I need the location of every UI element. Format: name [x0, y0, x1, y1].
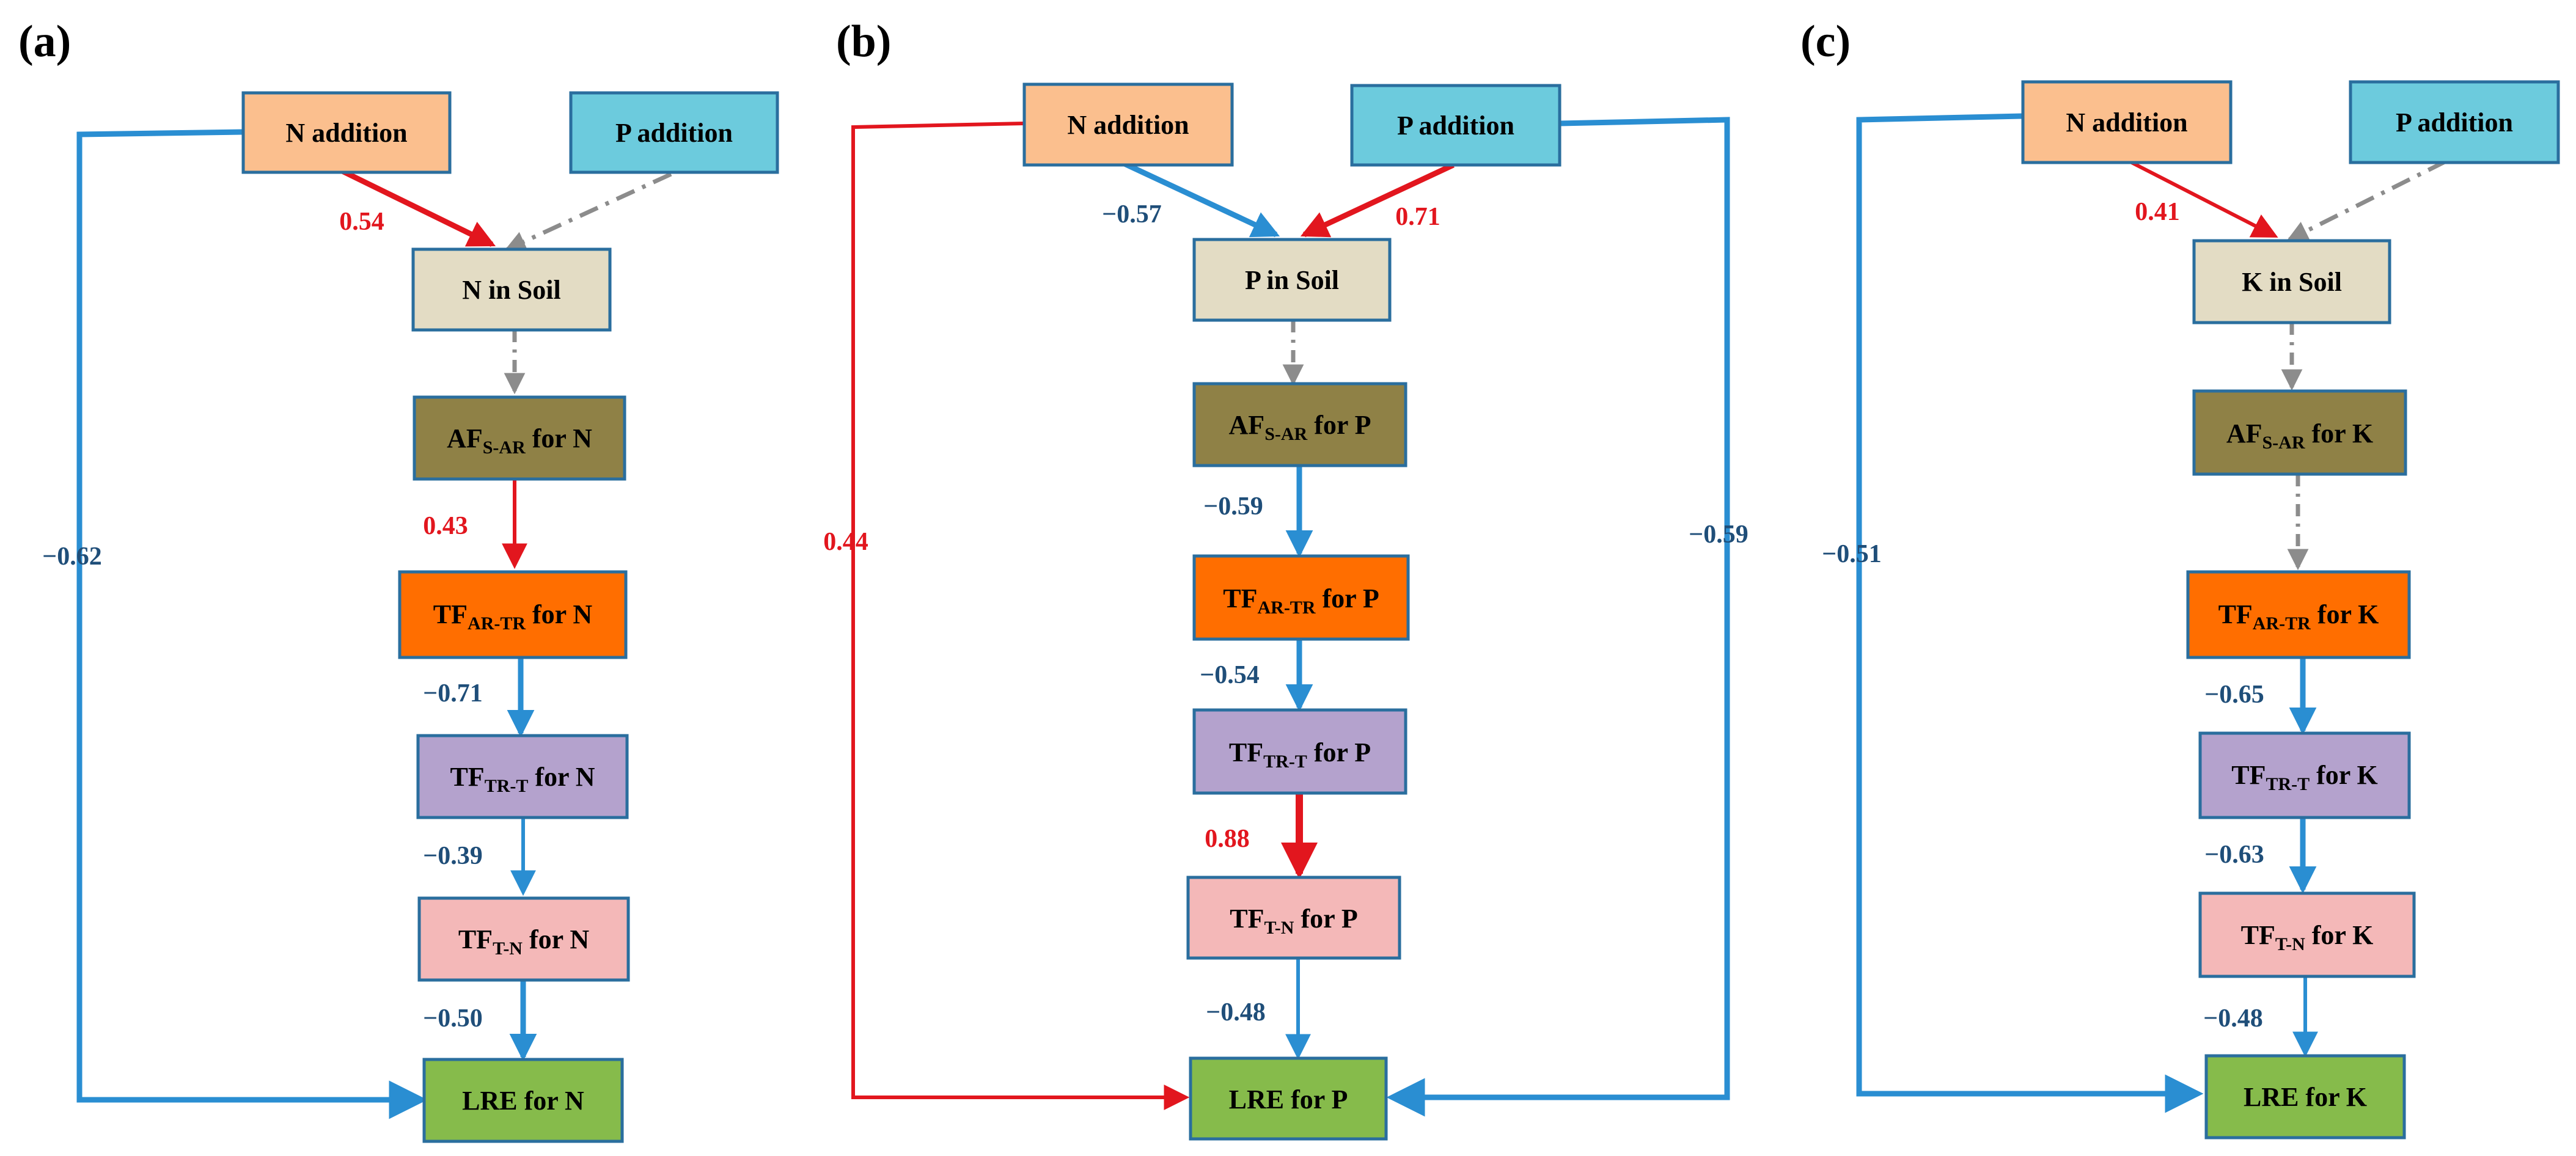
p-addition-box — [569, 91, 779, 174]
coef-tf3-to-lre: −0.48 — [2203, 1004, 2262, 1033]
tf-tr-t-box — [1192, 708, 1407, 795]
path-p-to-soil — [504, 172, 672, 252]
coef-n-to-soil: −0.57 — [1102, 200, 1161, 229]
p-addition-box — [2349, 80, 2560, 164]
panel-label: (a) — [18, 16, 71, 67]
coef-tf2-to-tf3: −0.39 — [423, 842, 482, 870]
coef-tf2-to-tf3: −0.63 — [2204, 841, 2264, 869]
coef-right-bypass: −0.59 — [1689, 521, 1748, 549]
tf-ar-tr-label: TFAR-TR for N — [433, 599, 593, 634]
path-left-bypass — [851, 122, 1190, 1110]
path-right-bypass — [1386, 117, 1730, 1117]
coef-left-bypass: −0.62 — [42, 543, 101, 571]
panel-label: (c) — [1800, 16, 1851, 67]
tf-ar-tr-box — [1192, 554, 1410, 641]
tf-tr-t-box — [2198, 731, 2411, 819]
coef-tf1-to-tf2: −0.54 — [1200, 661, 1259, 689]
panel-c: (c) N addition P addition K in Soil AFS-… — [1800, 16, 2560, 1140]
soil-label: K in Soil — [2242, 267, 2342, 297]
lre-label: LRE for K — [2244, 1082, 2367, 1112]
path-left-bypass — [76, 129, 428, 1119]
coef-tf3-to-lre: −0.50 — [423, 1004, 482, 1033]
p-addition-label: P addition — [2396, 108, 2513, 137]
connectors — [76, 129, 672, 1119]
p-addition-label: P addition — [1397, 111, 1514, 141]
n-addition-box — [2021, 80, 2233, 164]
tf-t-n-label: TFT-N for K — [2241, 920, 2374, 954]
af-box — [1192, 382, 1407, 467]
tf-ar-tr-box — [398, 570, 628, 659]
tf-t-n-box — [417, 896, 630, 982]
tf-tr-t-label: TFTR-T for N — [450, 762, 595, 796]
coef-tf1-to-tf2: −0.65 — [2204, 681, 2264, 709]
lre-box — [2204, 1054, 2406, 1140]
p-addition-label: P addition — [615, 118, 733, 148]
soil-box — [411, 247, 612, 332]
panel-a: (a) N addition P addition N in Soil AFS-… — [18, 16, 779, 1143]
coef-tf1-to-tf2: −0.71 — [423, 679, 482, 708]
soil-box — [1192, 238, 1392, 322]
tf-ar-tr-label: TFAR-TR for P — [1223, 583, 1379, 618]
soil-label: P in Soil — [1245, 265, 1339, 295]
lre-box — [1189, 1056, 1388, 1141]
coef-af-to-tf1: 0.43 — [423, 512, 468, 540]
af-label: AFS-AR for N — [447, 423, 592, 458]
coef-p-to-soil: 0.71 — [1395, 203, 1440, 231]
path-left-bypass — [1856, 113, 2204, 1113]
af-label: AFS-AR for K — [2226, 419, 2373, 453]
tf-t-n-label: TFT-N for N — [458, 924, 590, 959]
n-addition-label: N addition — [1067, 110, 1189, 140]
coef-tf2-to-tf3: 0.88 — [1205, 825, 1250, 853]
tf-ar-tr-label: TFAR-TR for K — [2218, 599, 2379, 634]
lre-label: LRE for P — [1229, 1085, 1348, 1114]
tf-tr-t-box — [416, 734, 629, 819]
af-box — [413, 395, 626, 481]
coef-af-to-tf1: −0.59 — [1203, 492, 1263, 521]
tf-tr-t-label: TFTR-T for K — [2231, 760, 2378, 794]
tf-ar-tr-box — [2186, 570, 2411, 659]
panel-label: (b) — [836, 16, 891, 67]
soil-box — [2192, 239, 2391, 324]
tf-t-n-box — [1186, 876, 1401, 960]
n-addition-label: N addition — [285, 118, 407, 148]
coef-left-bypass: 0.44 — [823, 528, 868, 556]
n-addition-box — [241, 91, 452, 174]
tf-tr-t-label: TFTR-T for P — [1229, 737, 1371, 772]
lre-label: LRE for N — [462, 1086, 584, 1116]
path-n-to-soil — [2128, 159, 2278, 238]
coef-tf3-to-lre: −0.48 — [1206, 998, 1265, 1026]
coef-n-to-soil: 0.41 — [2135, 198, 2180, 226]
af-box — [2192, 389, 2407, 476]
tf-t-n-box — [2198, 891, 2416, 978]
path-n-to-soil — [1123, 161, 1280, 238]
path-p-to-soil — [2286, 159, 2447, 242]
coef-n-to-soil: 0.54 — [339, 208, 384, 236]
n-addition-label: N addition — [2066, 108, 2187, 137]
n-addition-box — [1022, 82, 1234, 167]
path-p-to-soil — [1300, 162, 1455, 238]
connectors — [851, 117, 1730, 1117]
soil-label: N in Soil — [462, 275, 560, 305]
tf-t-n-label: TFT-N for P — [1230, 904, 1357, 938]
lre-box — [422, 1058, 624, 1143]
p-addition-box — [1350, 84, 1561, 167]
af-label: AFS-AR for P — [1229, 410, 1371, 444]
path-n-to-soil — [341, 168, 496, 247]
panel-b: (b) N addition P addition P in Soil AFS-… — [823, 16, 1749, 1141]
coef-left-bypass: −0.51 — [1822, 540, 1881, 568]
connectors — [1856, 113, 2447, 1113]
